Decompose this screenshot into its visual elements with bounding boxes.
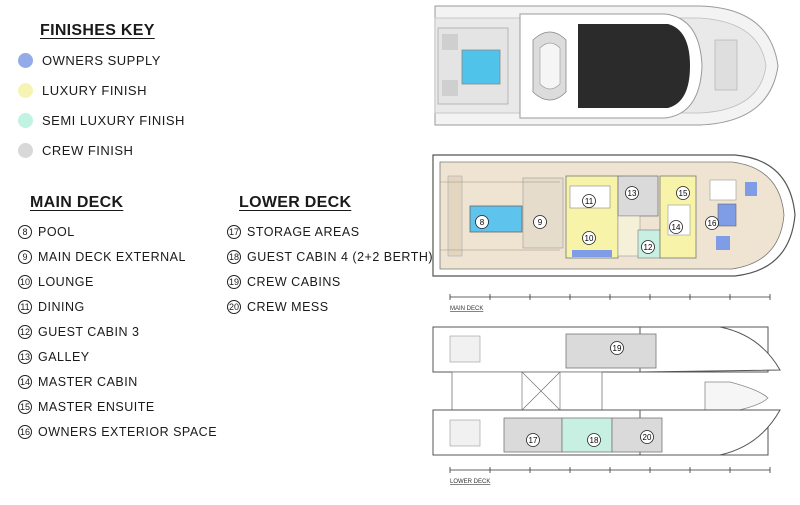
number-badge: 10 — [18, 275, 32, 289]
svg-text:13: 13 — [628, 189, 637, 198]
svg-text:17: 17 — [529, 436, 538, 445]
marker-18: 18 — [587, 433, 601, 447]
number-badge: 18 — [227, 250, 241, 264]
number-badge: 9 — [18, 250, 32, 264]
main-deck-item-guest-cabin-3: 12 GUEST CABIN 3 — [18, 322, 139, 342]
lower-deck-scale — [449, 467, 771, 473]
deck-item-label: MASTER CABIN — [38, 375, 138, 389]
key-item-luxury-finish: LUXURY FINISH — [18, 80, 147, 100]
main-deck-item-master-ensuite: 15 MASTER ENSUITE — [18, 397, 155, 417]
key-item-owners-supply: OWNERS SUPPLY — [18, 50, 161, 70]
svg-text:16: 16 — [708, 219, 717, 228]
number-badge: 17 — [227, 225, 241, 239]
number-badge: 8 — [18, 225, 32, 239]
number-badge: 14 — [18, 375, 32, 389]
semi-luxury-finish-swatch — [18, 112, 33, 128]
svg-text:10: 10 — [585, 234, 594, 243]
lower-deck-item-crew-cabins: 19 CREW CABINS — [227, 272, 341, 292]
marker-15: 15 — [676, 186, 690, 200]
main-deck-item-galley: 13 GALLEY — [18, 347, 90, 367]
deck-item-label: CREW MESS — [247, 300, 329, 314]
svg-text:9: 9 — [538, 218, 543, 227]
main-deck-scale — [449, 294, 771, 300]
main-deck-item-lounge: 10 LOUNGE — [18, 272, 94, 292]
key-item-crew-finish: CREW FINISH — [18, 140, 133, 160]
key-label: OWNERS SUPPLY — [42, 52, 161, 68]
luxury-finish-swatch — [18, 82, 33, 98]
marker-14: 14 — [669, 220, 683, 234]
number-badge: 15 — [18, 400, 32, 414]
number-badge: 20 — [227, 300, 241, 314]
lower-deck-title: LOWER DECK — [239, 194, 352, 211]
deck-item-label: GUEST CABIN 3 — [38, 325, 140, 339]
lower-deck-item-storage: 17 STORAGE AREAS — [227, 222, 360, 242]
marker-17: 17 — [526, 433, 540, 447]
crew-finish-swatch — [18, 142, 33, 158]
deck-item-label: STORAGE AREAS — [247, 225, 360, 239]
svg-text:12: 12 — [644, 243, 653, 252]
main-deck-item-external: 9 MAIN DECK EXTERNAL — [18, 247, 186, 267]
marker-11: 11 — [582, 194, 596, 208]
svg-text:19: 19 — [613, 344, 622, 353]
number-badge: 13 — [18, 350, 32, 364]
svg-text:11: 11 — [585, 197, 594, 206]
main-deck-title: MAIN DECK — [30, 194, 124, 211]
number-badge: 16 — [18, 425, 32, 439]
deck-item-label: MASTER ENSUITE — [38, 400, 155, 414]
key-item-semi-luxury-finish: SEMI LUXURY FINISH — [18, 110, 185, 130]
lower-deck-item-crew-mess: 20 CREW MESS — [227, 297, 329, 317]
aerial-view — [434, 5, 779, 126]
marker-20: 20 — [640, 430, 654, 444]
marker-10: 10 — [582, 231, 596, 245]
deck-item-label: MAIN DECK EXTERNAL — [38, 250, 186, 264]
finishes-key-title: FINISHES KEY — [40, 22, 155, 39]
svg-text:15: 15 — [679, 189, 688, 198]
owners-supply-swatch — [18, 52, 33, 68]
deck-item-label: OWNERS EXTERIOR SPACE — [38, 425, 218, 439]
number-badge: 19 — [227, 275, 241, 289]
crew-cabins-area — [565, 333, 657, 369]
key-label: LUXURY FINISH — [42, 82, 147, 98]
main-deck-item-master-cabin: 14 MASTER CABIN — [18, 372, 138, 392]
key-label: CREW FINISH — [42, 142, 134, 158]
lower-deck-plan — [432, 326, 781, 456]
aerial-pool — [461, 49, 501, 85]
key-label: SEMI LUXURY FINISH — [42, 112, 185, 128]
svg-text:8: 8 — [480, 218, 485, 227]
marker-13: 13 — [625, 186, 639, 200]
lower-deck-item-guest-cabin-4: 18 GUEST CABIN 4 (2+2 BERTH) — [227, 247, 433, 267]
tender-icon — [704, 381, 769, 413]
svg-text:20: 20 — [643, 433, 652, 442]
number-badge: 12 — [18, 325, 32, 339]
marker-8: 8 — [475, 215, 489, 229]
marker-9: 9 — [533, 215, 547, 229]
number-badge: 11 — [18, 300, 32, 314]
svg-text:14: 14 — [672, 223, 681, 232]
guest-cabin-4-area — [561, 417, 613, 453]
main-deck-item-pool: 8 POOL — [18, 222, 75, 242]
marker-16: 16 — [705, 216, 719, 230]
deck-item-label: CREW CABINS — [247, 275, 341, 289]
deck-item-label: LOUNGE — [38, 275, 94, 289]
svg-text:18: 18 — [590, 436, 599, 445]
deck-item-label: GUEST CABIN 4 (2+2 BERTH) — [247, 250, 434, 264]
crew-mess-area — [611, 417, 663, 453]
main-deck-caption: MAIN DECK — [450, 306, 483, 312]
deck-item-label: GALLEY — [38, 350, 90, 364]
deck-item-label: DINING — [38, 300, 85, 314]
marker-12: 12 — [641, 240, 655, 254]
main-deck-plan — [432, 154, 796, 277]
lower-deck-caption: LOWER DECK — [450, 479, 490, 485]
main-deck-item-owners-exterior: 16 OWNERS EXTERIOR SPACE — [18, 422, 217, 442]
marker-19: 19 — [610, 341, 624, 355]
main-deck-item-dining: 11 DINING — [18, 297, 85, 317]
deck-item-label: POOL — [38, 225, 75, 239]
